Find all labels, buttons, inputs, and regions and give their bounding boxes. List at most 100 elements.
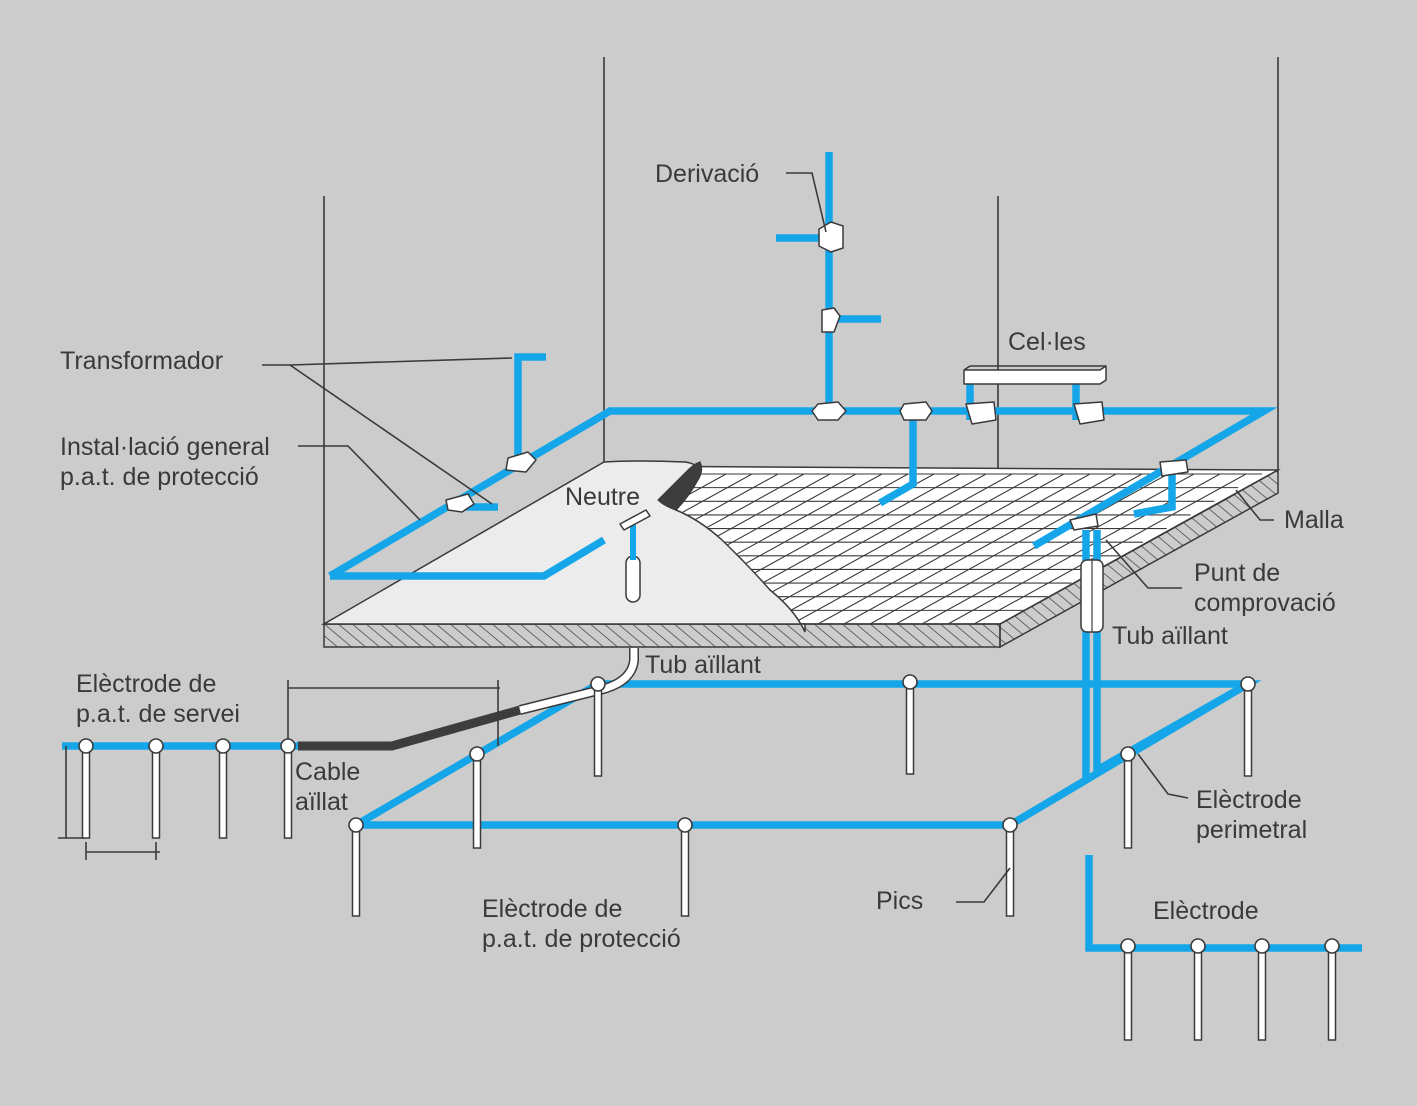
leader-malla [1235,489,1274,521]
leader-transformador-a [262,357,513,366]
label-punt-line2: comprovació [1194,589,1336,617]
leader-derivacio [786,172,827,233]
perimeter-ring [354,680,1262,829]
ground-rod-node [78,738,94,754]
ground-rod [218,745,228,839]
label-electrode: Elèctrode [1153,897,1259,925]
mesh-line-diagonal [673,473,779,625]
label-installacio-line2: p.a.t. de protecció [60,463,259,491]
connector-loop-cell-drop [899,401,933,421]
leader-transformador-b [289,364,493,505]
mesh-line-diagonal [999,473,1273,625]
ground-rod [1123,753,1133,849]
transformer-drop-upper [514,353,546,460]
neutral-tube [625,555,641,603]
cells-bar [963,365,1107,385]
connector-check-point [1069,513,1099,531]
ground-rod [283,745,293,839]
mesh-line-diagonal [869,473,1143,625]
ground-rod [81,745,91,839]
ground-rod-node [1240,676,1256,692]
labels: Derivació Cel·les Transformador Instal·l… [60,160,1344,953]
ground-rod [1243,683,1253,777]
leader-lines [262,172,1274,903]
ground-rod-node [348,817,364,833]
insulated-cable [298,648,639,751]
label-malla: Malla [1284,506,1344,534]
leader-pics [956,867,1011,903]
label-installacio-line1: Instal·lació general [60,433,270,461]
ground-rod-node [1120,938,1136,954]
ground-rod [351,824,361,917]
neutral-rod [619,509,651,603]
connector-derivation-upper [818,221,844,253]
ground-rod [151,745,161,839]
ground-rod-node [148,738,164,754]
ground-rod-node [1254,938,1270,954]
building-frame [323,57,1279,624]
right-drop [1133,472,1176,518]
ground-rod-node [1190,938,1206,954]
label-electrode-perimetral-line2: perimetral [1196,816,1307,844]
ground-rod-node [590,676,606,692]
label-electrode-perimetral-line1: Elèctrode [1196,786,1302,814]
separate-electrode-line [1085,855,1362,952]
mesh-line-diagonal [673,473,805,625]
ground-rod-node [280,738,296,754]
label-cable-line1: Cable [295,758,360,786]
cells-support [963,365,1107,385]
label-electrode-proteccio-line2: p.a.t. de protecció [482,925,681,953]
connector-derivation-lower [821,307,841,333]
slab-front-edge [323,623,1001,648]
floor-slab [321,460,1281,649]
leader-installacio [298,445,421,521]
loop-front-segment [330,536,606,580]
mesh-line-diagonal [673,473,883,625]
ground-rod-node [677,817,693,833]
mesh-line-diagonal [973,473,1247,625]
mesh-line-diagonal [791,473,1065,625]
connector-right-drop [1159,459,1189,477]
mesh-line-diagonal [817,473,1091,625]
connector-cell-right [1073,401,1105,425]
ground-rod [1327,945,1337,1041]
connector-loop-back [811,401,847,421]
mesh-line-diagonal [673,473,753,625]
cable-black [298,705,522,751]
ground-rod-node [902,674,918,690]
ground-rod-node [1120,746,1136,762]
ground-rod-node [215,738,231,754]
ground-rod [905,681,915,775]
label-electrode-proteccio-line1: Elèctrode de [482,895,622,923]
label-electrode-servei-line2: p.a.t. de servei [76,700,240,728]
label-derivacio: Derivació [655,160,759,188]
mesh-line-diagonal [895,473,1169,625]
label-tub-aillant-center: Tub aïllant [645,651,761,679]
mesh-line-diagonal [921,473,1195,625]
cover-fold [657,461,703,511]
ground-rod-node [1324,938,1340,954]
check-tube [1080,559,1104,633]
leader-electrode-perimetral [1137,753,1189,799]
ground-rod [593,683,603,777]
ground-rod [1123,945,1133,1041]
leader-punt [1105,539,1182,589]
label-neutre: Neutre [565,483,640,511]
label-pics: Pics [876,887,923,915]
ground-rod [680,824,690,917]
ground-rod [1257,945,1267,1041]
ground-rod [1193,945,1203,1041]
loop-drop-center [878,411,917,507]
label-celles: Cel·les [1008,328,1086,356]
connector-transformer-upper [505,451,537,473]
connector-cell-left [965,401,997,425]
connectors [445,221,1189,531]
mesh-line-diagonal [843,473,1117,625]
dimension-lines [58,680,500,860]
mesh-line-diagonal [765,473,1039,625]
label-tub-aillant-right: Tub aïllant [1112,622,1228,650]
ground-rod [472,753,482,849]
label-transformador: Transformador [60,347,223,375]
